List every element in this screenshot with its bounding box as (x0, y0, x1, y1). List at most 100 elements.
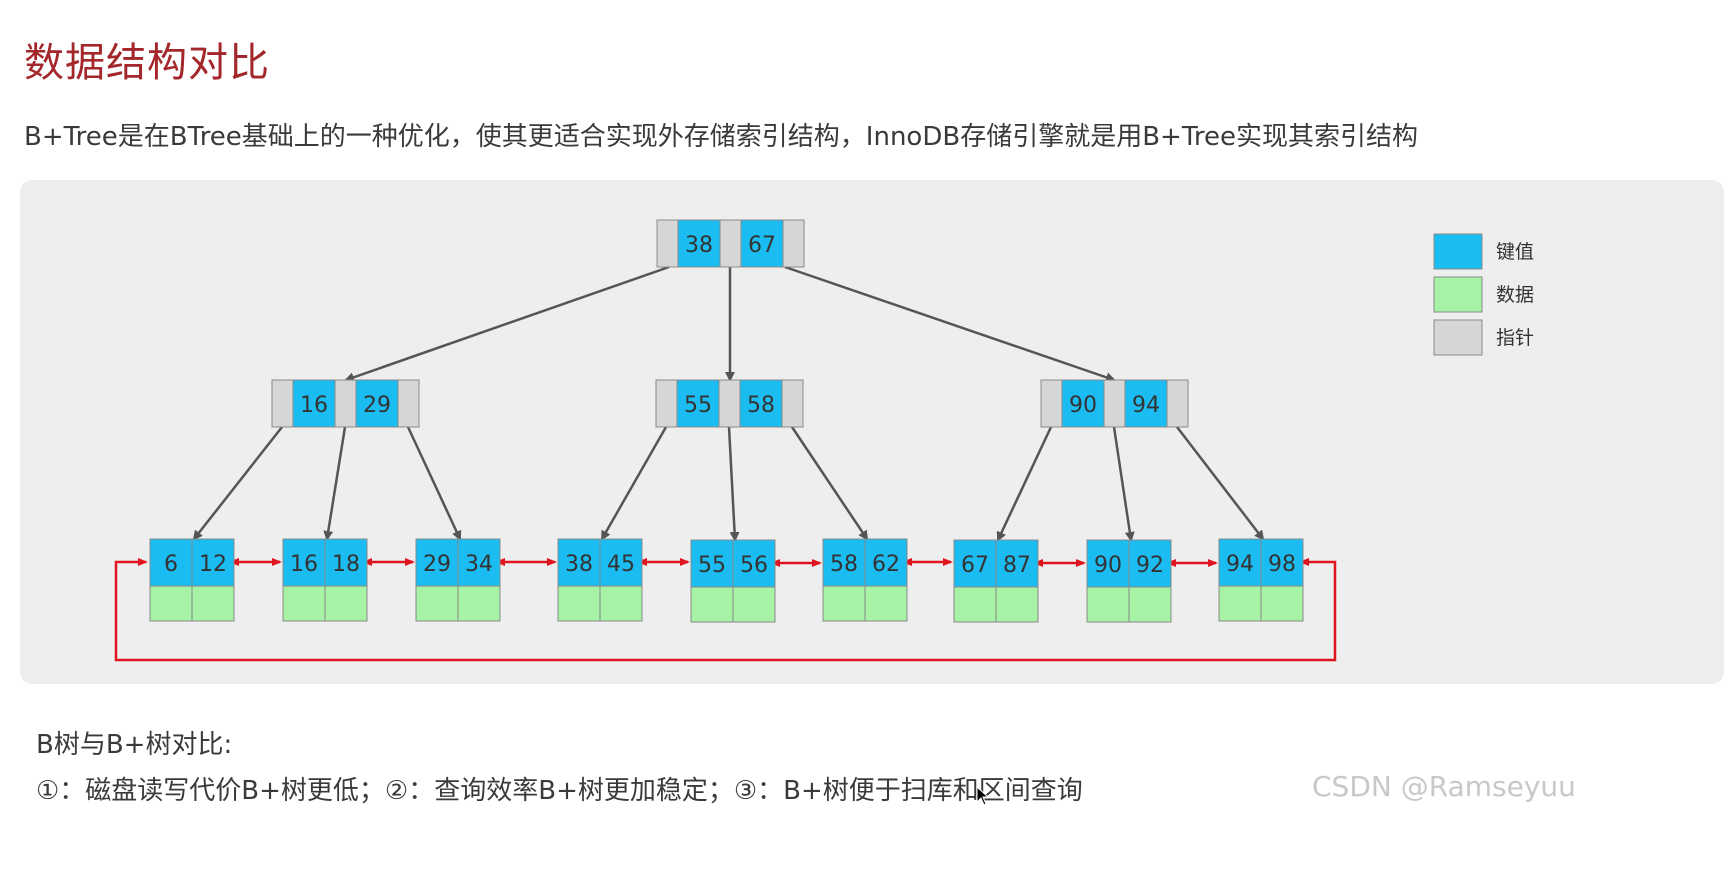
comparison-heading: B树与B+树对比: (36, 730, 233, 760)
tree-edge-arrow (406, 426, 462, 541)
key-cell (995, 539, 1039, 588)
leaf-node: 67 87 (953, 539, 1039, 623)
data-cell (995, 586, 1039, 623)
key-cell (690, 539, 734, 588)
key-value: 92 (1136, 553, 1164, 578)
pointer-cell (656, 219, 679, 268)
pointer-cell (655, 379, 678, 428)
data-cell (149, 585, 193, 622)
key-cell (557, 538, 601, 587)
key-cell (676, 379, 720, 428)
leaf-node: 38 45 (557, 538, 643, 622)
pointer-cell (1040, 379, 1063, 428)
legend-swatch (1433, 276, 1483, 313)
key-value: 94 (1132, 393, 1160, 418)
data-cell (690, 586, 734, 623)
key-cell (355, 379, 399, 428)
key-value: 6 (164, 552, 178, 577)
tree-edge-arrow (790, 426, 869, 541)
data-cell (864, 585, 908, 622)
key-value: 90 (1094, 553, 1122, 578)
tree-edge-arrow (996, 426, 1053, 542)
data-cell (415, 585, 459, 622)
leaf-node: 90 92 (1086, 539, 1172, 623)
leaf-node: 55 56 (690, 539, 776, 623)
pointer-cell (719, 219, 742, 268)
key-value: 56 (740, 553, 768, 578)
key-cell (282, 538, 326, 587)
tree-edge-arrow (784, 265, 1116, 383)
key-cell (1260, 538, 1304, 587)
key-cell (415, 538, 459, 587)
key-cell (1086, 539, 1130, 588)
data-cell (822, 585, 866, 622)
key-value: 98 (1268, 552, 1296, 577)
key-cell (732, 539, 776, 588)
legend-label: 键值 (1496, 241, 1534, 263)
pointer-cell (271, 379, 294, 428)
key-cell (292, 379, 336, 428)
leaf-node: 29 34 (415, 538, 501, 622)
data-cell (557, 585, 601, 622)
subtitle: B+Tree是在BTree基础上的一种优化，使其更适合实现外存储索引结构，Inn… (24, 122, 1418, 152)
tree-edge-arrow (323, 426, 347, 541)
key-cell (1124, 379, 1168, 428)
data-cell (1086, 586, 1130, 623)
key-value: 18 (332, 552, 360, 577)
key-cell (324, 538, 368, 587)
key-value: 58 (747, 393, 775, 418)
legend-label: 指针 (1496, 327, 1534, 349)
key-value: 38 (565, 552, 593, 577)
key-value: 87 (1003, 553, 1031, 578)
page-title: 数据结构对比 (24, 40, 270, 86)
data-cell (953, 586, 997, 623)
pointer-cell (1166, 379, 1189, 428)
internal-node: 55 58 (655, 379, 804, 428)
key-value: 62 (872, 552, 900, 577)
key-value: 45 (607, 552, 635, 577)
key-value: 67 (961, 553, 989, 578)
key-value: 90 (1069, 393, 1097, 418)
data-cell (324, 585, 368, 622)
tree-edges (192, 265, 1265, 542)
pointer-cell (1103, 379, 1126, 428)
key-value: 16 (290, 552, 318, 577)
key-value: 29 (423, 552, 451, 577)
key-value: 55 (684, 393, 712, 418)
leaf-links (114, 558, 1337, 662)
key-value: 34 (465, 552, 493, 577)
leaf-wraparound-link (114, 558, 1337, 662)
watermark: CSDN @Ramseyuu (1312, 770, 1576, 803)
tree-edge-arrow (344, 265, 670, 383)
data-cell (1128, 586, 1172, 623)
legend-swatch (1433, 319, 1483, 356)
pointer-cell (781, 379, 804, 428)
key-cell (599, 538, 643, 587)
pointer-cell (718, 379, 741, 428)
tree-edge-arrow (727, 426, 740, 542)
data-cell (599, 585, 643, 622)
tree-edge-arrow (1112, 426, 1135, 542)
key-value: 67 (748, 233, 776, 258)
data-cell (1260, 585, 1304, 622)
leaf-node: 58 62 (822, 538, 908, 622)
pointer-cell (334, 379, 357, 428)
tree-edge-arrow (600, 426, 668, 541)
legend-label: 数据 (1496, 284, 1534, 306)
pointer-cell (782, 219, 805, 268)
data-cell (191, 585, 235, 622)
key-value: 58 (830, 552, 858, 577)
data-cell (282, 585, 326, 622)
data-cell (457, 585, 501, 622)
key-cell (864, 538, 908, 587)
key-cell (1128, 539, 1172, 588)
key-value: 55 (698, 553, 726, 578)
tree-edge-arrow (192, 426, 283, 541)
tree-edge-arrow (1176, 426, 1265, 541)
